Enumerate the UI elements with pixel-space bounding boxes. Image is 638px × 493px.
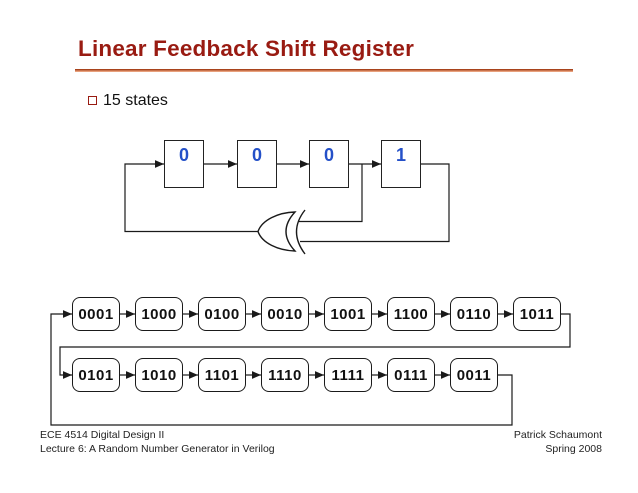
- flipflop-bit-1: 0: [237, 140, 277, 188]
- bullet-text: 15 states: [103, 92, 168, 109]
- state-box: 1110: [261, 358, 309, 392]
- state-box: 1011: [513, 297, 561, 331]
- state-box: 0001: [72, 297, 120, 331]
- footer-author: Patrick Schaumont: [513, 429, 602, 441]
- state-box: 1101: [198, 358, 246, 392]
- state-box: 1000: [135, 297, 183, 331]
- title-underline-rule: [75, 69, 573, 72]
- state-box: 1111: [324, 358, 372, 392]
- footer-course: ECE 4514 Digital Design II: [40, 429, 165, 441]
- flipflop-bit-0: 0: [164, 140, 204, 188]
- footer-lecture: Lecture 6: A Random Number Generator in …: [40, 442, 275, 455]
- footer-right: Patrick Schaumont Spring 2008: [514, 429, 602, 456]
- state-box: 1001: [324, 297, 372, 331]
- flipflop-bit-2: 0: [309, 140, 349, 188]
- state-box: 0111: [387, 358, 435, 392]
- state-box: 1100: [387, 297, 435, 331]
- footer-left: ECE 4514 Digital Design II Lecture 6: A …: [40, 429, 275, 456]
- state-box: 1010: [135, 358, 183, 392]
- footer-term: Spring 2008: [545, 442, 602, 455]
- flipflop-bit-3: 1: [381, 140, 421, 188]
- xor-gate-icon: [257, 209, 306, 255]
- page-title: Linear Feedback Shift Register: [78, 36, 415, 61]
- state-box: 0010: [261, 297, 309, 331]
- bullet-square-icon: [88, 96, 97, 105]
- state-box: 0110: [450, 297, 498, 331]
- state-box: 0100: [198, 297, 246, 331]
- state-box: 0011: [450, 358, 498, 392]
- state-box: 0101: [72, 358, 120, 392]
